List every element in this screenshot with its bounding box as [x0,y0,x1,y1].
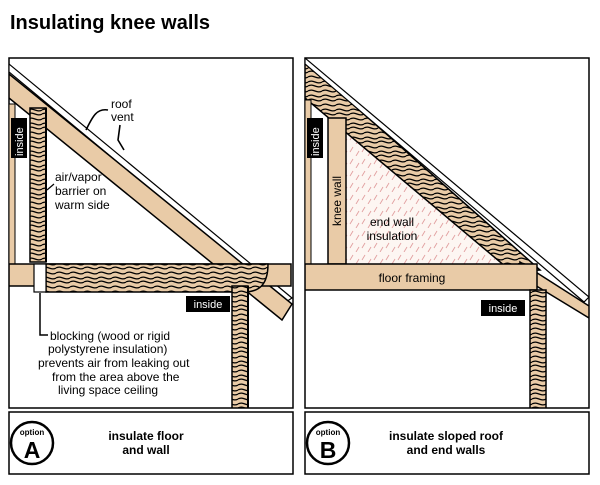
inside-label-b-horizontal: inside [489,303,518,315]
option-b-badge [305,420,351,466]
inside-label-a-vertical: inside [14,127,26,156]
option-b-caption-2: and end walls [407,443,486,457]
blocking-label-5: living space ceiling [58,383,158,397]
inside-tag-b-vertical [307,118,323,158]
option-a-caption-2: and wall [122,443,169,457]
knee-wall-label: knee wall [330,176,344,226]
roof-vent-label-2: vent [111,110,134,124]
barrier-label-3: warm side [54,198,110,212]
roof-vent-pointer [85,108,109,131]
blocking-label-1: blocking (wood or rigid [50,329,170,343]
blocking-label-3: prevents air from leaking out [38,356,190,370]
panel-a-drawing [9,63,293,408]
rafter [9,73,293,322]
blocking-label-4: from the area above the [52,370,180,384]
option-b-box [304,411,590,475]
option-b-letter: B [320,437,337,463]
barrier-label-2: barrier on [55,184,106,198]
lower-wall-insulation [231,285,249,408]
inside-tag-b-horizontal [481,300,525,316]
blocking-pointer [39,293,48,336]
option-a: option A insulate floor and wall [9,420,184,466]
page-title: Insulating knee walls [10,12,210,34]
knee-wall-insulation [29,107,47,263]
end-wall-label-1: end wall [370,215,414,229]
inside-label-a-horizontal: inside [194,299,223,311]
inside-tag-a-vertical [11,118,27,158]
option-b-caption-1: insulate sloped roof [389,429,504,443]
floor-framing [305,263,538,291]
option-a-badge [9,420,55,466]
option-b-word: option [316,428,341,437]
floor-framing-label: floor framing [379,271,446,285]
barrier-pointer [46,183,55,191]
inside-tag-a-horizontal [186,296,230,312]
panel-b-drawing [305,58,589,408]
end-wall-label-2: insulation [367,229,418,243]
option-b: option B insulate sloped roof and end wa… [305,420,504,466]
option-a-box [8,411,294,475]
blocking [33,263,47,293]
inside-label-b-vertical: inside [310,127,322,156]
option-a-word: option [20,428,45,437]
option-a-caption-1: insulate floor [108,429,184,443]
option-a-letter: A [24,437,41,463]
lower-wall-insulation-b [529,289,547,408]
barrier-label-1: air/vapor [55,170,102,184]
roof-vent-symbol [117,124,125,151]
roof-vent-label-1: roof [111,97,132,111]
blocking-label-2: polystyrene insulation) [48,342,167,356]
